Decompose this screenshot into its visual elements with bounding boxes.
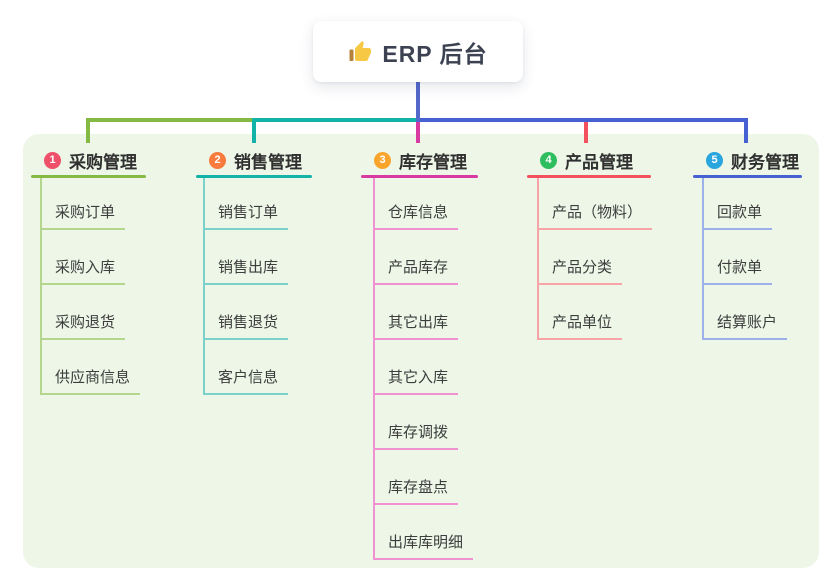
child-node-label: 采购入库 bbox=[55, 259, 116, 276]
branch-label-5[interactable]: 5 财务管理 bbox=[693, 148, 799, 172]
child-node-label: 产品库存 bbox=[388, 259, 449, 276]
branch-children-connector bbox=[702, 178, 704, 340]
child-node-label: 采购退货 bbox=[55, 314, 116, 331]
child-node-label: 结算账户 bbox=[717, 314, 778, 331]
branch-drop-line bbox=[86, 120, 90, 143]
branch-label-3[interactable]: 3 库存管理 bbox=[361, 148, 467, 172]
child-node-label: 客户信息 bbox=[218, 369, 279, 386]
branch-drop-line bbox=[416, 120, 420, 143]
mindmap-panel bbox=[23, 134, 819, 568]
child-node[interactable]: 其它入库 bbox=[373, 361, 459, 395]
child-node-label: 供应商信息 bbox=[55, 369, 131, 386]
child-node[interactable]: 结算账户 bbox=[702, 306, 788, 340]
branch-number-badge: 5 bbox=[706, 151, 723, 169]
child-node[interactable]: 回款单 bbox=[702, 196, 773, 230]
child-node-label: 其它出库 bbox=[388, 314, 449, 331]
branch-underline bbox=[361, 175, 478, 178]
branch-number-badge: 1 bbox=[44, 151, 61, 169]
branch-label-4[interactable]: 4 产品管理 bbox=[527, 148, 633, 172]
child-node-label: 回款单 bbox=[717, 204, 763, 221]
child-node-label: 销售订单 bbox=[218, 204, 279, 221]
child-node[interactable]: 采购退货 bbox=[40, 306, 126, 340]
child-node[interactable]: 客户信息 bbox=[203, 361, 289, 395]
branch-drop-line bbox=[744, 120, 748, 143]
child-node[interactable]: 付款单 bbox=[702, 251, 773, 285]
child-node[interactable]: 产品库存 bbox=[373, 251, 459, 285]
branch-underline bbox=[31, 175, 146, 178]
child-node[interactable]: 销售退货 bbox=[203, 306, 289, 340]
child-node-label: 采购订单 bbox=[55, 204, 116, 221]
child-node[interactable]: 出库库明细 bbox=[373, 526, 474, 560]
thumbs-up-icon bbox=[348, 40, 372, 64]
branch-label-1[interactable]: 1 采购管理 bbox=[31, 148, 137, 172]
root-drop-line bbox=[416, 82, 420, 122]
branch-number-badge: 2 bbox=[209, 151, 226, 169]
branch-children-connector bbox=[373, 178, 375, 560]
child-node[interactable]: 仓库信息 bbox=[373, 196, 459, 230]
child-node[interactable]: 供应商信息 bbox=[40, 361, 141, 395]
branch-underline bbox=[693, 175, 802, 178]
branch-drop-line bbox=[252, 120, 256, 143]
child-node[interactable]: 产品分类 bbox=[537, 251, 623, 285]
branch-children-connector bbox=[203, 178, 205, 395]
child-node-label: 产品单位 bbox=[552, 314, 613, 331]
child-node-label: 产品分类 bbox=[552, 259, 613, 276]
bus-segment bbox=[252, 118, 418, 122]
child-node[interactable]: 采购订单 bbox=[40, 196, 126, 230]
branch-drop-line bbox=[584, 120, 588, 143]
child-node[interactable]: 销售订单 bbox=[203, 196, 289, 230]
child-node[interactable]: 产品（物料） bbox=[537, 196, 653, 230]
child-node-label: 产品（物料） bbox=[552, 204, 643, 221]
child-node-label: 销售出库 bbox=[218, 259, 279, 276]
branch-children-connector bbox=[40, 178, 42, 395]
child-node-label: 仓库信息 bbox=[388, 204, 449, 221]
child-node-label: 出库库明细 bbox=[388, 534, 464, 551]
child-node-label: 库存调拨 bbox=[388, 424, 449, 441]
bus-segment bbox=[418, 118, 748, 122]
child-node-label: 其它入库 bbox=[388, 369, 449, 386]
child-node-label: 销售退货 bbox=[218, 314, 279, 331]
child-node-label: 付款单 bbox=[717, 259, 763, 276]
branch-underline bbox=[527, 175, 651, 178]
child-node-label: 库存盘点 bbox=[388, 479, 449, 496]
branch-label-2[interactable]: 2 销售管理 bbox=[196, 148, 302, 172]
root-node[interactable]: ERP 后台 bbox=[313, 21, 523, 82]
branch-number-badge: 4 bbox=[540, 151, 557, 169]
branch-underline bbox=[196, 175, 312, 178]
bus-segment bbox=[86, 118, 254, 122]
root-node-title: ERP 后台 bbox=[382, 40, 488, 67]
child-node[interactable]: 产品单位 bbox=[537, 306, 623, 340]
child-node[interactable]: 库存调拨 bbox=[373, 416, 459, 450]
child-node[interactable]: 采购入库 bbox=[40, 251, 126, 285]
child-node[interactable]: 其它出库 bbox=[373, 306, 459, 340]
child-node[interactable]: 销售出库 bbox=[203, 251, 289, 285]
child-node[interactable]: 库存盘点 bbox=[373, 471, 459, 505]
branch-children-connector bbox=[537, 178, 539, 340]
branch-number-badge: 3 bbox=[374, 151, 391, 169]
